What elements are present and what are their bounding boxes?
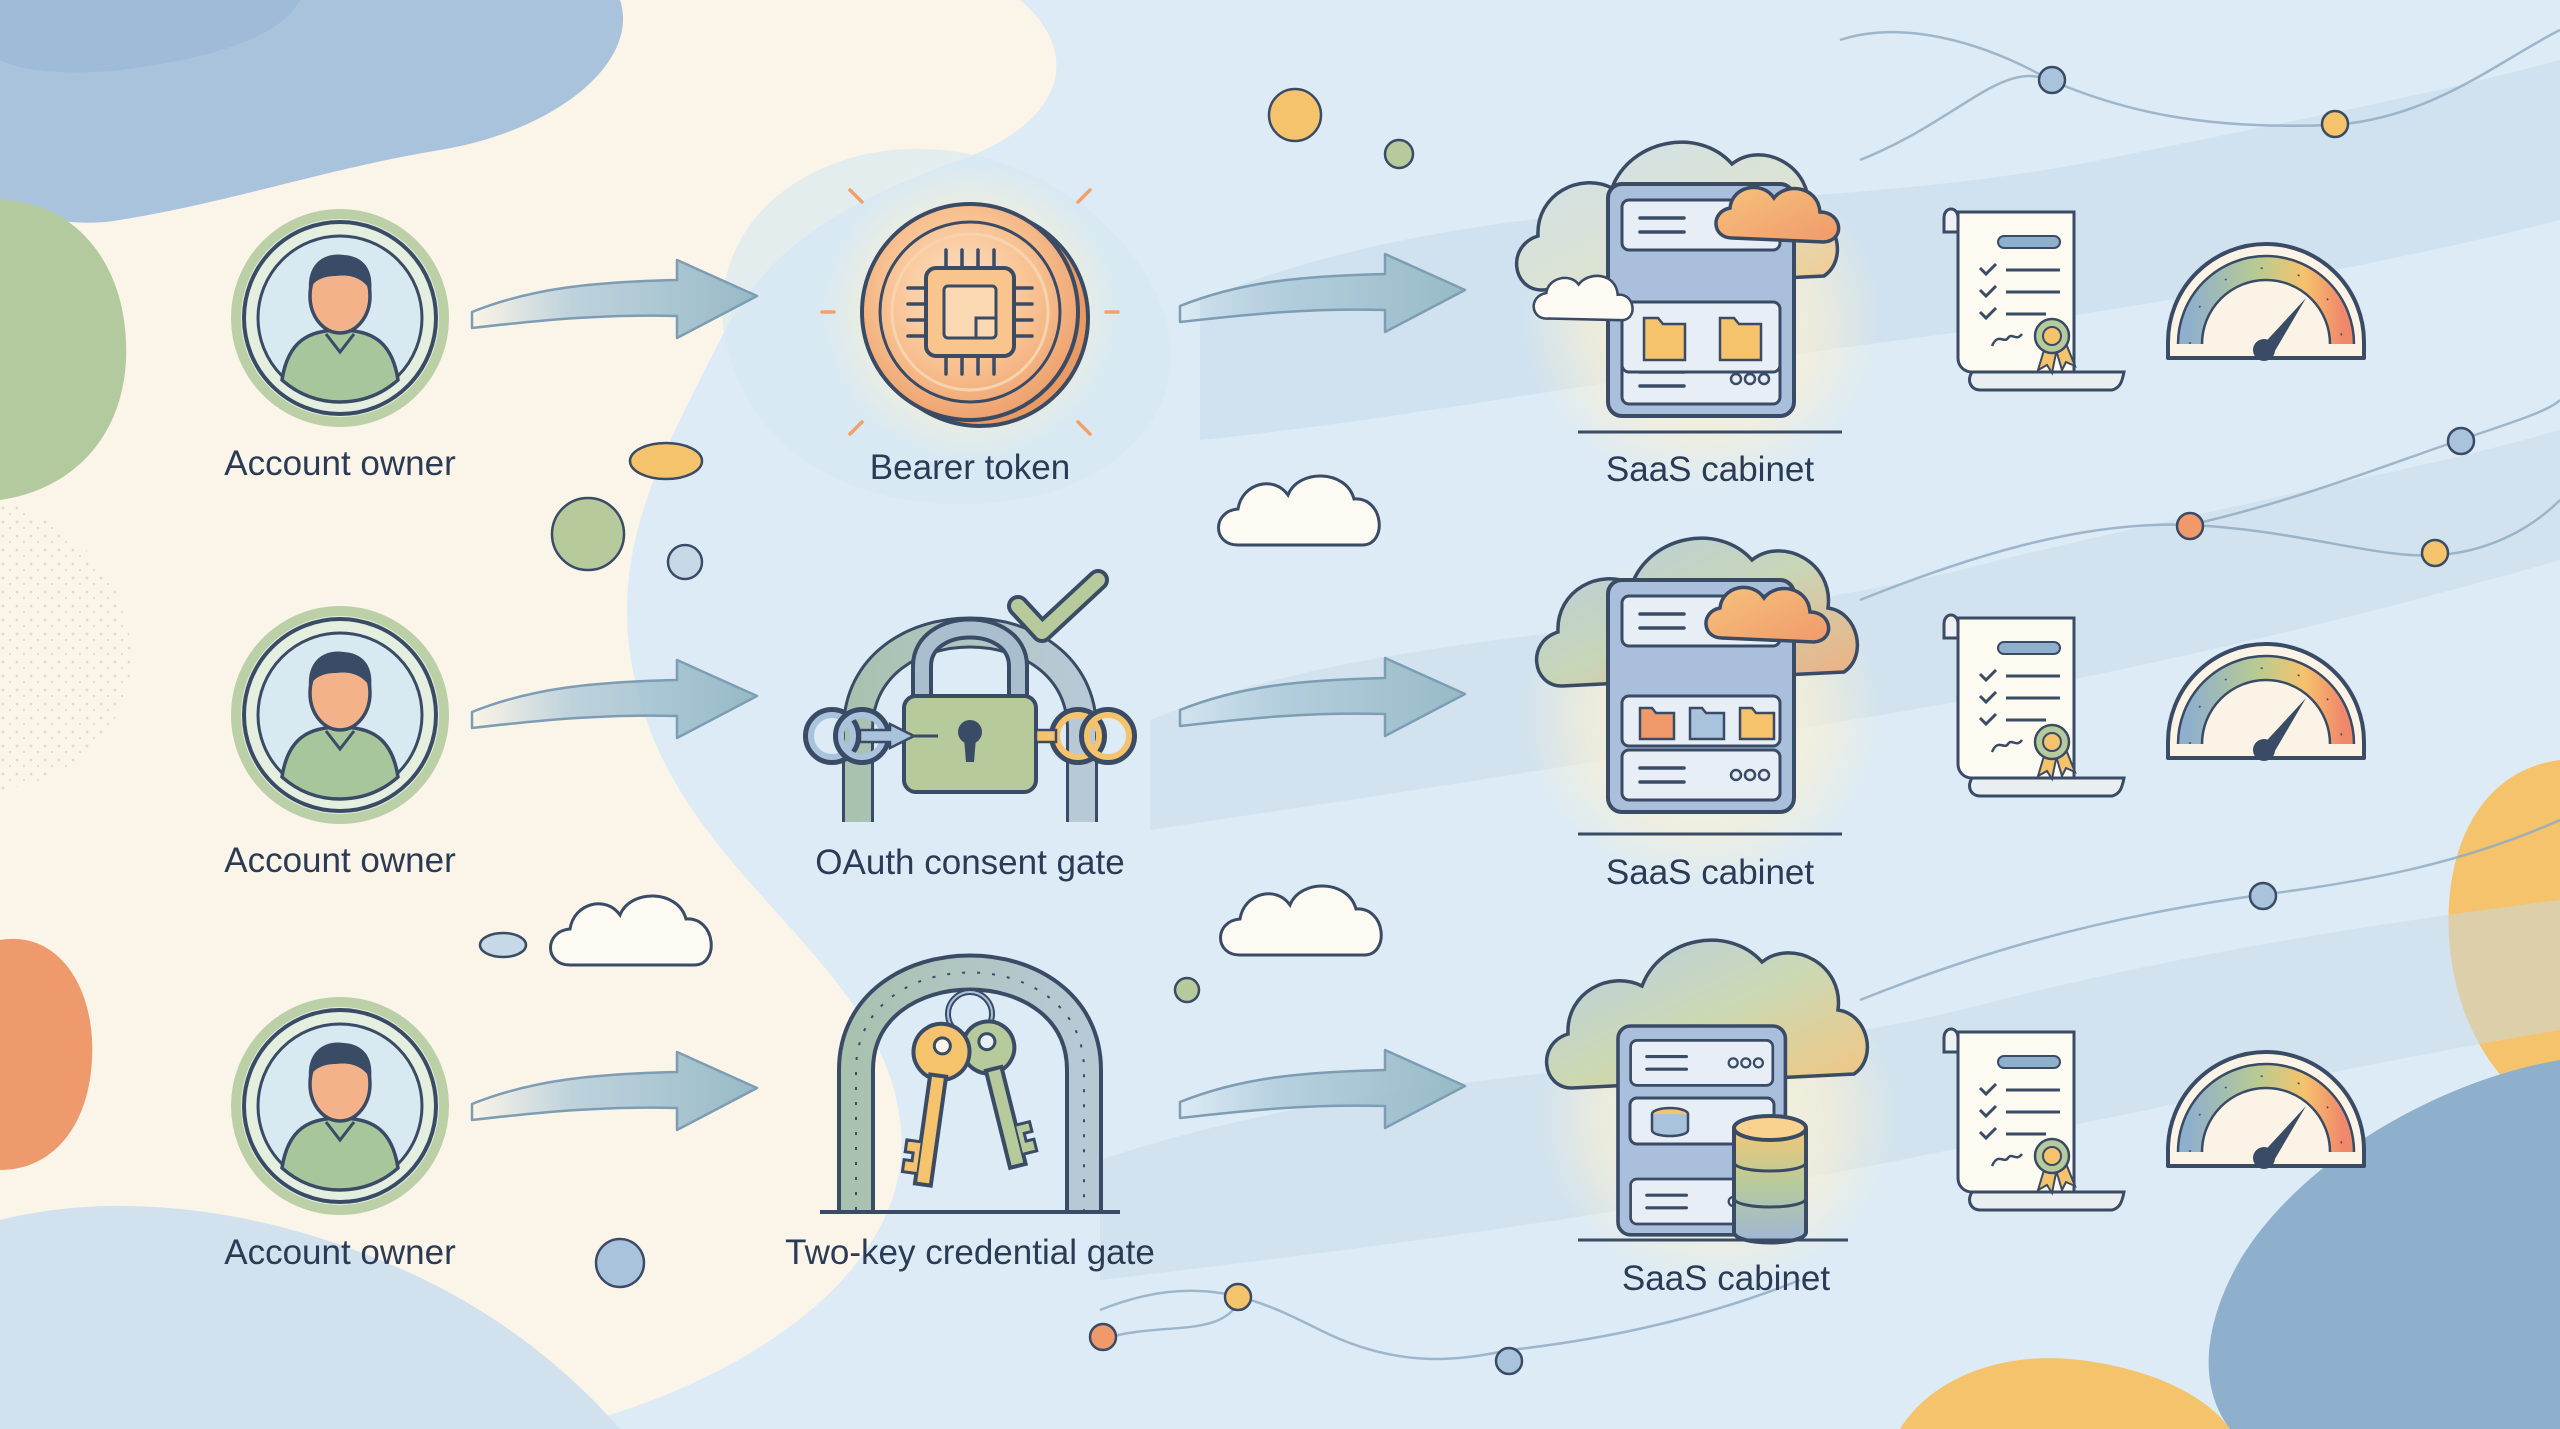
row-1: Account owner (224, 140, 2364, 490)
cloud-server-cabinet-icon (1514, 140, 1882, 490)
account-owner-node: Account owner (224, 611, 456, 880)
row-3: Account owner (224, 938, 2364, 1298)
account-owner-label: Account owner (224, 444, 456, 483)
saas-cabinet-label: SaaS cabinet (1606, 853, 1814, 892)
two-key-credential-gate-node: Two-key credential gate (785, 953, 1155, 1272)
decorative-dots (478, 65, 2476, 1376)
chip-coin-icon (820, 162, 1120, 462)
user-avatar-icon (236, 214, 444, 422)
oauth-consent-gate-label: OAuth consent gate (815, 843, 1124, 882)
oauth-consent-gate-node: OAuth consent gate (803, 569, 1137, 882)
account-owner-node: Account owner (224, 1002, 456, 1272)
account-owner-label: Account owner (224, 1233, 456, 1272)
bearer-token-label: Bearer token (870, 448, 1070, 487)
padlock-chain-checkmark-icon (803, 569, 1137, 822)
row-2: Account owner (224, 536, 2364, 892)
two-keys-arch-icon (820, 953, 1120, 1214)
saas-cabinet-node: SaaS cabinet (1522, 536, 1882, 892)
saas-cabinet-node: SaaS cabinet (1514, 140, 1882, 490)
two-key-credential-gate-label: Two-key credential gate (785, 1233, 1155, 1272)
account-owner-label: Account owner (224, 841, 456, 880)
connector-lines (1099, 28, 2560, 1361)
user-avatar-icon (236, 1002, 444, 1210)
user-avatar-icon (236, 611, 444, 819)
saas-cabinet-label: SaaS cabinet (1606, 450, 1814, 489)
saas-cabinet-label: SaaS cabinet (1622, 1259, 1830, 1298)
saas-cabinet-node: SaaS cabinet (1538, 938, 1898, 1298)
account-owner-node: Account owner (224, 214, 456, 483)
bearer-token-node: Bearer token (820, 162, 1120, 487)
cloud-server-cabinet-icon (1522, 536, 1882, 886)
cloud-server-cabinet-icon (1538, 938, 1898, 1288)
